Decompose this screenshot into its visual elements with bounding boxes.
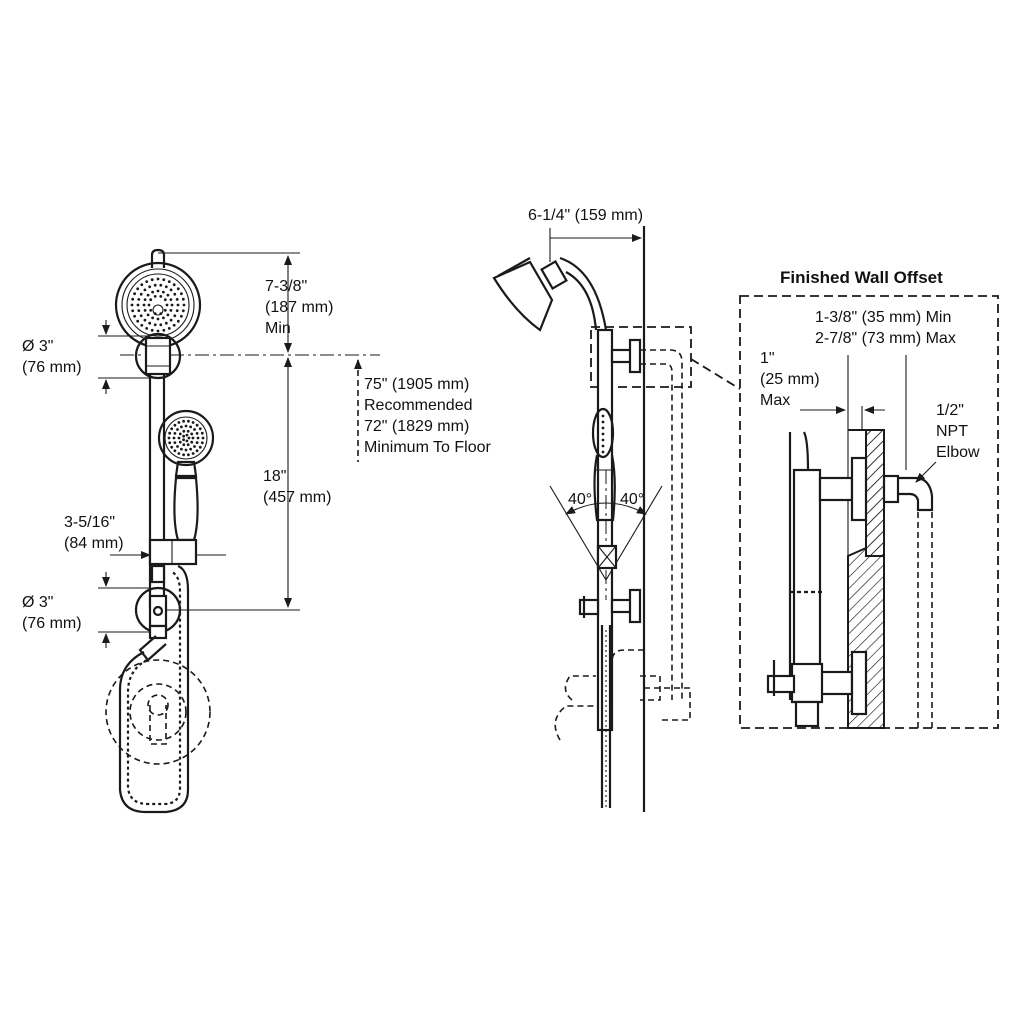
front-view xyxy=(98,248,380,814)
slide-projection-label: 3-5/16"(84 mm) xyxy=(64,514,124,552)
finished-wall-detail xyxy=(739,295,999,729)
handshower-side-nozzles xyxy=(601,414,605,454)
bottom-flange-dia-label: Ø 3"(76 mm) xyxy=(22,594,82,632)
handshower-nozzles xyxy=(167,419,205,457)
side-view xyxy=(492,226,741,812)
showerhead-nozzles xyxy=(130,277,186,333)
angle-right-label: 40° xyxy=(620,491,645,508)
projection-label: 6-1/4" (159 mm) xyxy=(528,207,644,224)
bar-length-label: 18"(457 mm) xyxy=(263,468,332,506)
detail-title: Finished Wall Offset xyxy=(780,268,943,287)
head-offset-label: 7-3/8"(187 mm)Min xyxy=(265,278,334,337)
wall-max-label: 1"(25 mm)Max xyxy=(760,350,820,409)
angle-left-label: 40° xyxy=(568,491,593,508)
top-flange-dia-label: Ø 3"(76 mm) xyxy=(22,338,82,376)
